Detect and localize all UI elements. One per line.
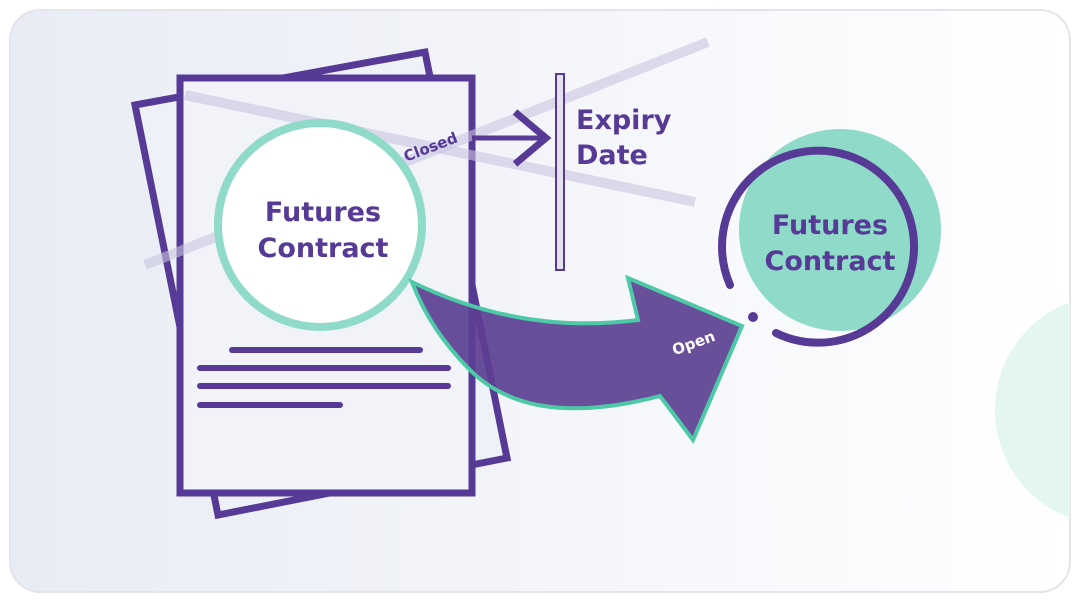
right-circle-line1: Futures xyxy=(772,210,888,241)
closed-arrow-icon xyxy=(472,109,552,167)
ring-arc xyxy=(718,146,919,347)
ring-dot xyxy=(748,312,758,322)
right-circle-line2: Contract xyxy=(765,246,896,277)
decorative-teal-circle xyxy=(995,295,1070,525)
open-arrow-icon xyxy=(408,274,745,444)
left-circle-line1: Futures xyxy=(265,197,381,228)
expiry-marker-bar xyxy=(555,73,565,271)
expiry-line1: Expiry xyxy=(576,105,672,136)
document-text-lines xyxy=(197,347,451,408)
left-circle-line2: Contract xyxy=(258,233,389,264)
expiry-line2: Date xyxy=(576,140,648,171)
faint-line xyxy=(183,90,697,207)
futures-contract-circle-left xyxy=(214,119,426,331)
